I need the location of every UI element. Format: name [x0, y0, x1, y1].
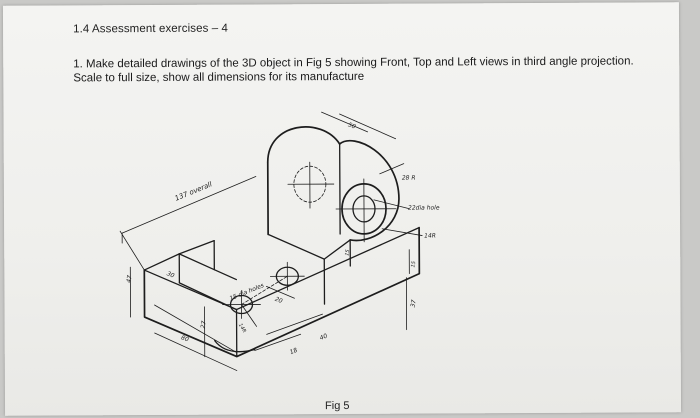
label-80: 80 [180, 334, 190, 343]
label-height-47: 47 [125, 275, 133, 284]
label-37: 37 [410, 299, 418, 308]
label-hole-22: 22dia hole [408, 204, 440, 211]
upright [266, 113, 400, 305]
label-18: 18 [289, 347, 299, 356]
label-radius-14: 14R [424, 233, 436, 240]
base-holes [222, 261, 305, 319]
label-radius-28: 28 R [402, 175, 416, 182]
isometric-drawing: 137 overall 47 30 27 80 15 dia holes 20 … [119, 111, 440, 371]
label-15-b: 15 [410, 261, 417, 268]
dimension-lines [119, 111, 423, 371]
document-sheet: 1.4 Assessment exercises – 4 1. Make det… [2, 2, 682, 416]
base-block [143, 226, 421, 358]
label-15-a: 15 [344, 249, 351, 256]
label-40: 40 [319, 333, 329, 342]
figure-caption: Fig 5 [325, 399, 350, 413]
label-top-50: 50 [347, 121, 357, 130]
label-20: 20 [274, 296, 284, 305]
label-27: 27 [200, 320, 208, 329]
label-overall: 137 overall [174, 180, 214, 202]
label-14r-small: 14R [237, 323, 247, 335]
label-30: 30 [166, 270, 176, 279]
